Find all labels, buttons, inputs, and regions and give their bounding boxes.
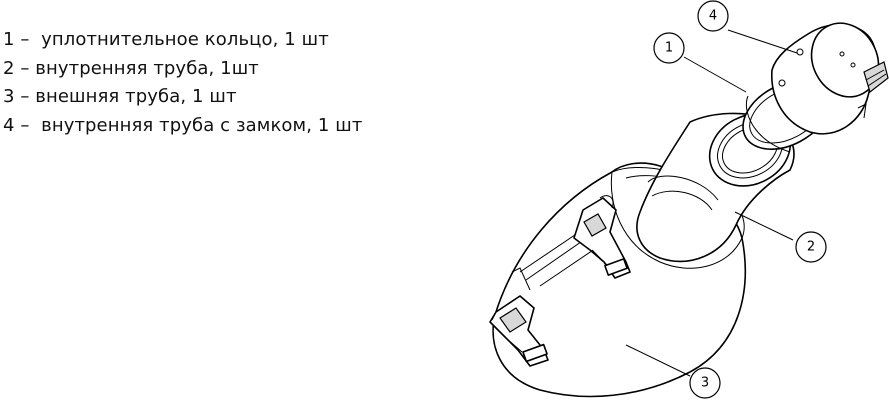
- callout-2-label: 2: [807, 240, 815, 255]
- inner-pipe-with-lock: [771, 22, 889, 135]
- callout-1: 1: [653, 32, 685, 64]
- legend-item-seal-ring: 1 – уплотнительное кольцо, 1 шт: [3, 29, 329, 50]
- callout-1-label: 1: [665, 41, 673, 56]
- legend-item-outer-pipe: 3 – внешняя труба, 1 шт: [3, 86, 237, 107]
- parts-legend: 1 – уплотнительное кольцо, 1 шт 2 – внут…: [3, 26, 362, 140]
- callout-4-label: 4: [709, 9, 717, 24]
- legend-item-inner-pipe-with-lock: 4 – внутренняя труба с замком, 1 шт: [3, 114, 363, 136]
- callout-3: 3: [689, 367, 721, 399]
- callout-3-label: 3: [701, 376, 709, 391]
- callout-leaders: [625, 29, 798, 377]
- latch-upper: [573, 195, 631, 279]
- callout-4: 4: [697, 0, 729, 32]
- callout-2: 2: [795, 231, 827, 263]
- latch-lower: [489, 267, 549, 367]
- legend-item-inner-pipe: 2 – внутренняя труба, 1шт: [3, 57, 259, 79]
